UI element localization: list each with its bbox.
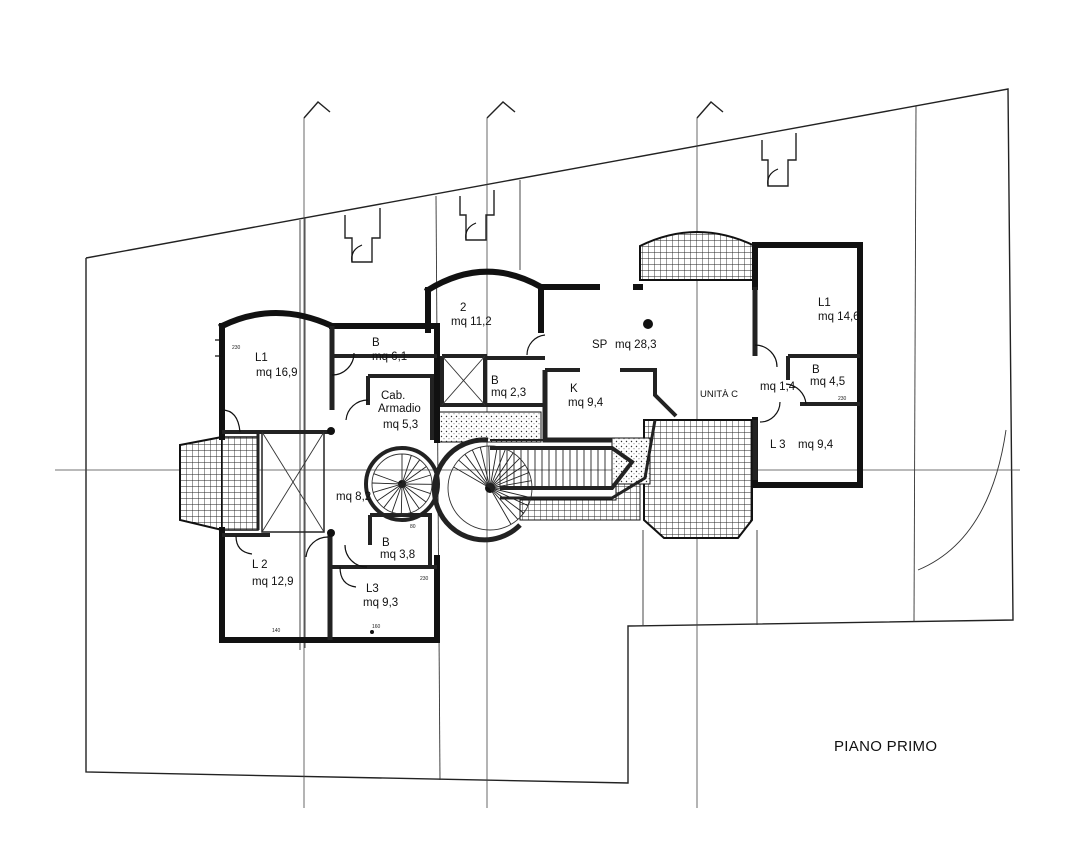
room-labels: L1 mq 16,9 B mq 6,1 Cab. Armadio mq 5,3 …: [252, 297, 860, 609]
dim-note: 160: [372, 624, 381, 630]
room-cab-name2: Armadio: [378, 403, 421, 415]
light-well: [261, 431, 325, 533]
room-hall-right-area: mq 1,4: [760, 381, 796, 393]
room-sp-area: mq 28,3: [615, 339, 657, 351]
room-l1-right-area: mq 14,6: [818, 311, 860, 323]
room-b-top-left-area: mq 6,1: [372, 351, 407, 363]
room-2-name: 2: [460, 302, 466, 314]
room-b-right-area: mq 4,5: [810, 376, 845, 388]
terraces: [179, 231, 756, 539]
room-b-lower-area: mq 3,8: [380, 549, 415, 561]
room-l2-left-area: mq 12,9: [252, 576, 294, 588]
boundary-pillars: [344, 133, 797, 263]
room-corridor-area: mq 8,2: [336, 491, 371, 503]
room-b-top-left-name: B: [372, 337, 380, 349]
room-b-right-name: B: [812, 364, 820, 376]
room-cab-area: mq 5,3: [383, 419, 418, 431]
room-l1-left-name: L1: [255, 352, 268, 364]
dimension-notes: 230 140 80 160 230 230: [232, 345, 847, 634]
room-l2-left-name: L 2: [252, 559, 268, 571]
room-2-area: mq 11,2: [451, 316, 492, 328]
straight-stair: [490, 419, 657, 500]
room-l3-right-area: mq 9,4: [798, 439, 834, 451]
room-k-area: mq 9,4: [568, 397, 604, 409]
room-l1-right-name: L1: [818, 297, 831, 309]
room-l3-right-name: L 3: [770, 439, 786, 451]
dim-note: 230: [232, 345, 241, 351]
room-k-name: K: [570, 383, 578, 395]
room-b-small-area: mq 2,3: [491, 387, 526, 399]
dim-note: 140: [272, 628, 281, 634]
spiral-stair-small: [364, 446, 440, 522]
door-swings: [215, 334, 807, 588]
room-sp-name: SP: [592, 339, 608, 351]
dim-note: 230: [420, 576, 429, 582]
unit-label: UNITÀ C: [700, 389, 738, 400]
room-b-lower-name: B: [382, 537, 390, 549]
interior-walls: [222, 287, 860, 640]
room-b-small-name: B: [491, 375, 499, 387]
room-cab-name: Cab.: [381, 390, 405, 402]
room-l1-left-area: mq 16,9: [256, 367, 298, 379]
room-l3-left-name: L3: [366, 583, 379, 595]
lot-boundary: [85, 88, 1014, 784]
plan-title: PIANO PRIMO: [834, 738, 937, 755]
dim-note: 80: [410, 524, 416, 530]
dim-note: 230: [838, 396, 847, 402]
room-l3-left-area: mq 9,3: [363, 597, 398, 609]
columns: [327, 319, 653, 634]
